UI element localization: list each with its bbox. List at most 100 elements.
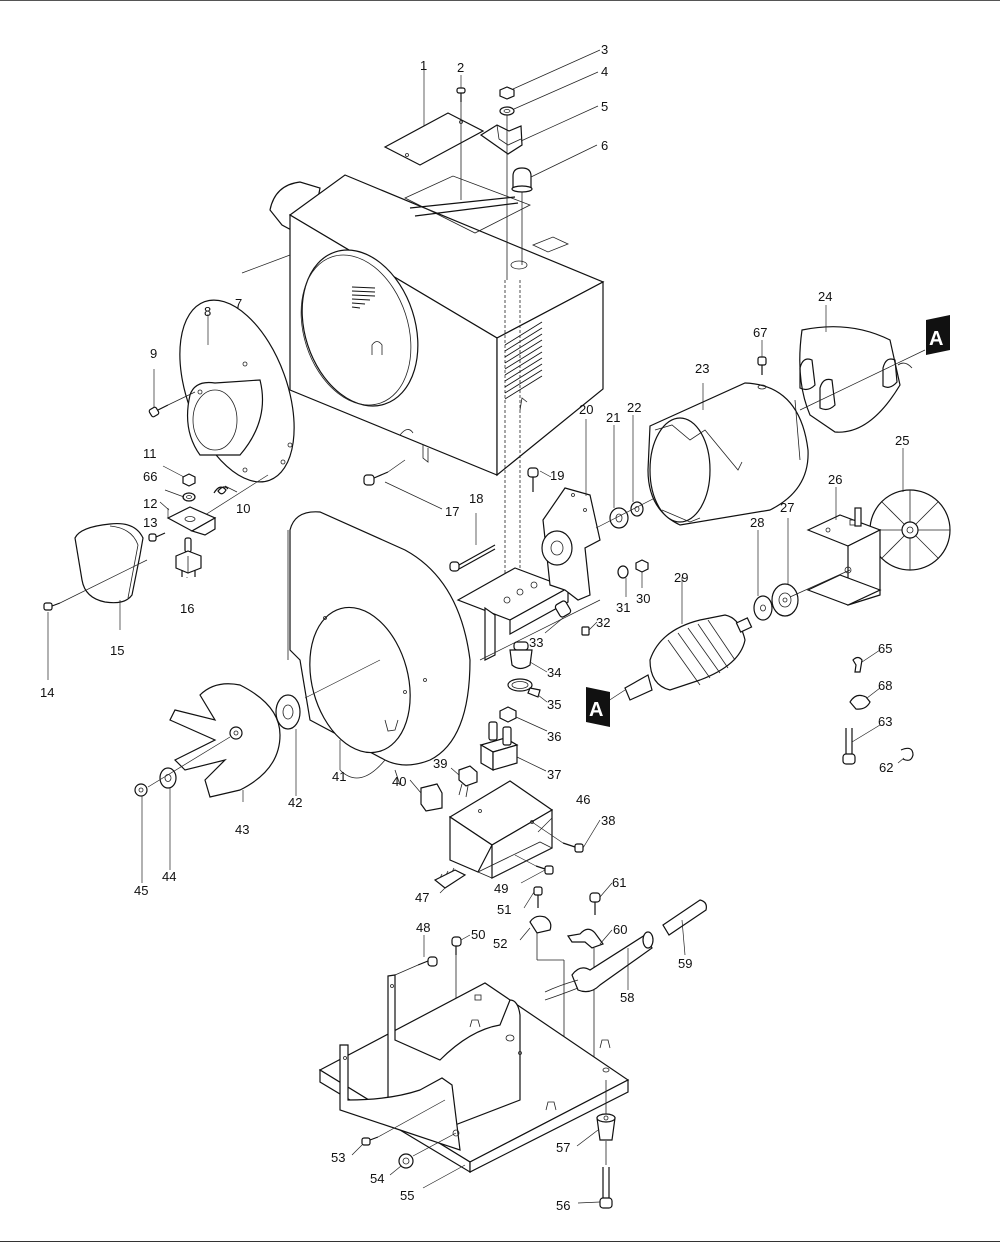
part-19-screw: [527, 467, 539, 492]
reference-marker-label: A: [929, 328, 943, 350]
callout-60: 60: [613, 922, 627, 937]
callout-7: 7: [235, 296, 242, 311]
callout-37: 37: [547, 767, 561, 782]
callout-68: 68: [878, 678, 892, 693]
callout-31: 31: [616, 600, 630, 615]
callout-67: 67: [753, 325, 767, 340]
part-11-nut: [182, 473, 196, 487]
part-27-bearing: [771, 583, 799, 617]
callout-50: 50: [471, 927, 485, 942]
callout-11: 11: [143, 446, 157, 461]
part-16-switch: [175, 537, 202, 577]
part-28-washer: [753, 595, 773, 621]
callout-43: 43: [235, 822, 249, 837]
callout-49: 49: [494, 881, 508, 896]
callout-42: 42: [288, 795, 302, 810]
callout-66: 66: [143, 469, 157, 484]
part-9-screw: [148, 391, 196, 418]
part-24-field-coil: [799, 326, 926, 433]
callout-16: 16: [180, 601, 194, 616]
part-29-armature: [624, 614, 753, 701]
bottom-border-rule: [0, 1241, 1000, 1242]
callout-32: 32: [596, 615, 610, 630]
callout-5: 5: [601, 99, 608, 114]
part-67-screw: [757, 356, 767, 375]
part-52-clamp: [529, 915, 552, 934]
callout-61: 61: [612, 875, 626, 890]
callout-2: 2: [457, 60, 464, 75]
part-10-spring: [204, 474, 269, 516]
side-vent-hatch: [504, 321, 543, 400]
part-48-screw: [394, 956, 438, 976]
part-30-nut: [635, 559, 649, 573]
part-34-knob: [509, 641, 533, 670]
part-68-lock-washer: [849, 694, 871, 710]
part-37-switch-block: [479, 721, 519, 772]
callout-40: 40: [392, 774, 406, 789]
impeller-axis-line: [147, 736, 231, 788]
front-vent-hatch: [351, 286, 376, 309]
part-7-housing: [269, 174, 605, 477]
callout-22: 22: [627, 400, 641, 415]
callout-38: 38: [601, 813, 615, 828]
part-32-screw: [581, 626, 590, 636]
callout-53: 53: [331, 1150, 345, 1165]
part-20-bearing-bracket: [541, 487, 601, 601]
callout-47: 47: [415, 890, 429, 905]
callout-25: 25: [895, 433, 909, 448]
part-23-motor-housing: [647, 382, 809, 526]
callout-41: 41: [332, 769, 346, 784]
callout-12: 12: [143, 496, 157, 511]
callout-63: 63: [878, 714, 892, 729]
part-6-cap: [511, 167, 533, 193]
callout-labels: 1 2 3 4 5 6 7 8 9 10 11 66 12 13 14 15 1…: [40, 42, 909, 1213]
part-26-frame-bracket: [806, 507, 882, 606]
part-5-bracket: [479, 124, 523, 155]
part-51-screw: [533, 886, 543, 908]
part-44-washer: [159, 767, 177, 789]
callout-3: 3: [601, 42, 608, 57]
callout-44: 44: [162, 869, 176, 884]
part-45-nut: [134, 783, 148, 797]
callout-21: 21: [606, 410, 620, 425]
callout-23: 23: [695, 361, 709, 376]
callout-10: 10: [236, 501, 250, 516]
part-53-screw: [361, 1099, 446, 1146]
callout-55: 55: [400, 1188, 414, 1203]
part-40-block: [420, 783, 443, 812]
part-56-screw: [599, 1167, 613, 1209]
part-66-washer: [182, 492, 196, 502]
part-18-bolt: [449, 544, 496, 572]
callout-30: 30: [636, 591, 650, 606]
callout-13: 13: [143, 515, 157, 530]
part-54-grommet: [398, 1132, 457, 1169]
callout-58: 58: [620, 990, 634, 1005]
callout-51: 51: [497, 902, 511, 917]
callout-52: 52: [493, 936, 507, 951]
callout-4: 4: [601, 64, 608, 79]
part-61-screw: [589, 892, 601, 915]
part-59-cable: [662, 899, 707, 936]
reference-marker-label: A: [589, 699, 603, 721]
part-38-screw: [531, 821, 584, 853]
part-47-strain-relief: [433, 867, 467, 889]
callout-62: 62: [879, 760, 893, 775]
part-42-seal: [275, 694, 301, 730]
part-25-cooling-fan: [869, 489, 951, 571]
part-2-screw: [456, 87, 466, 102]
callout-54: 54: [370, 1171, 384, 1186]
part-13-screw: [148, 532, 166, 542]
part-60-clamp: [566, 928, 604, 949]
part-33-standoff: [479, 599, 601, 661]
part-35-ring: [507, 678, 541, 698]
reference-marker-a-top: A: [926, 315, 950, 355]
part-65-clip: [852, 656, 863, 673]
callout-9: 9: [150, 346, 157, 361]
callout-leaders: [47, 49, 905, 1204]
callout-48: 48: [416, 920, 430, 935]
callout-33: 33: [529, 635, 543, 650]
top-border-rule: [0, 0, 1000, 1]
part-36-nut: [499, 706, 517, 723]
callout-29: 29: [674, 570, 688, 585]
